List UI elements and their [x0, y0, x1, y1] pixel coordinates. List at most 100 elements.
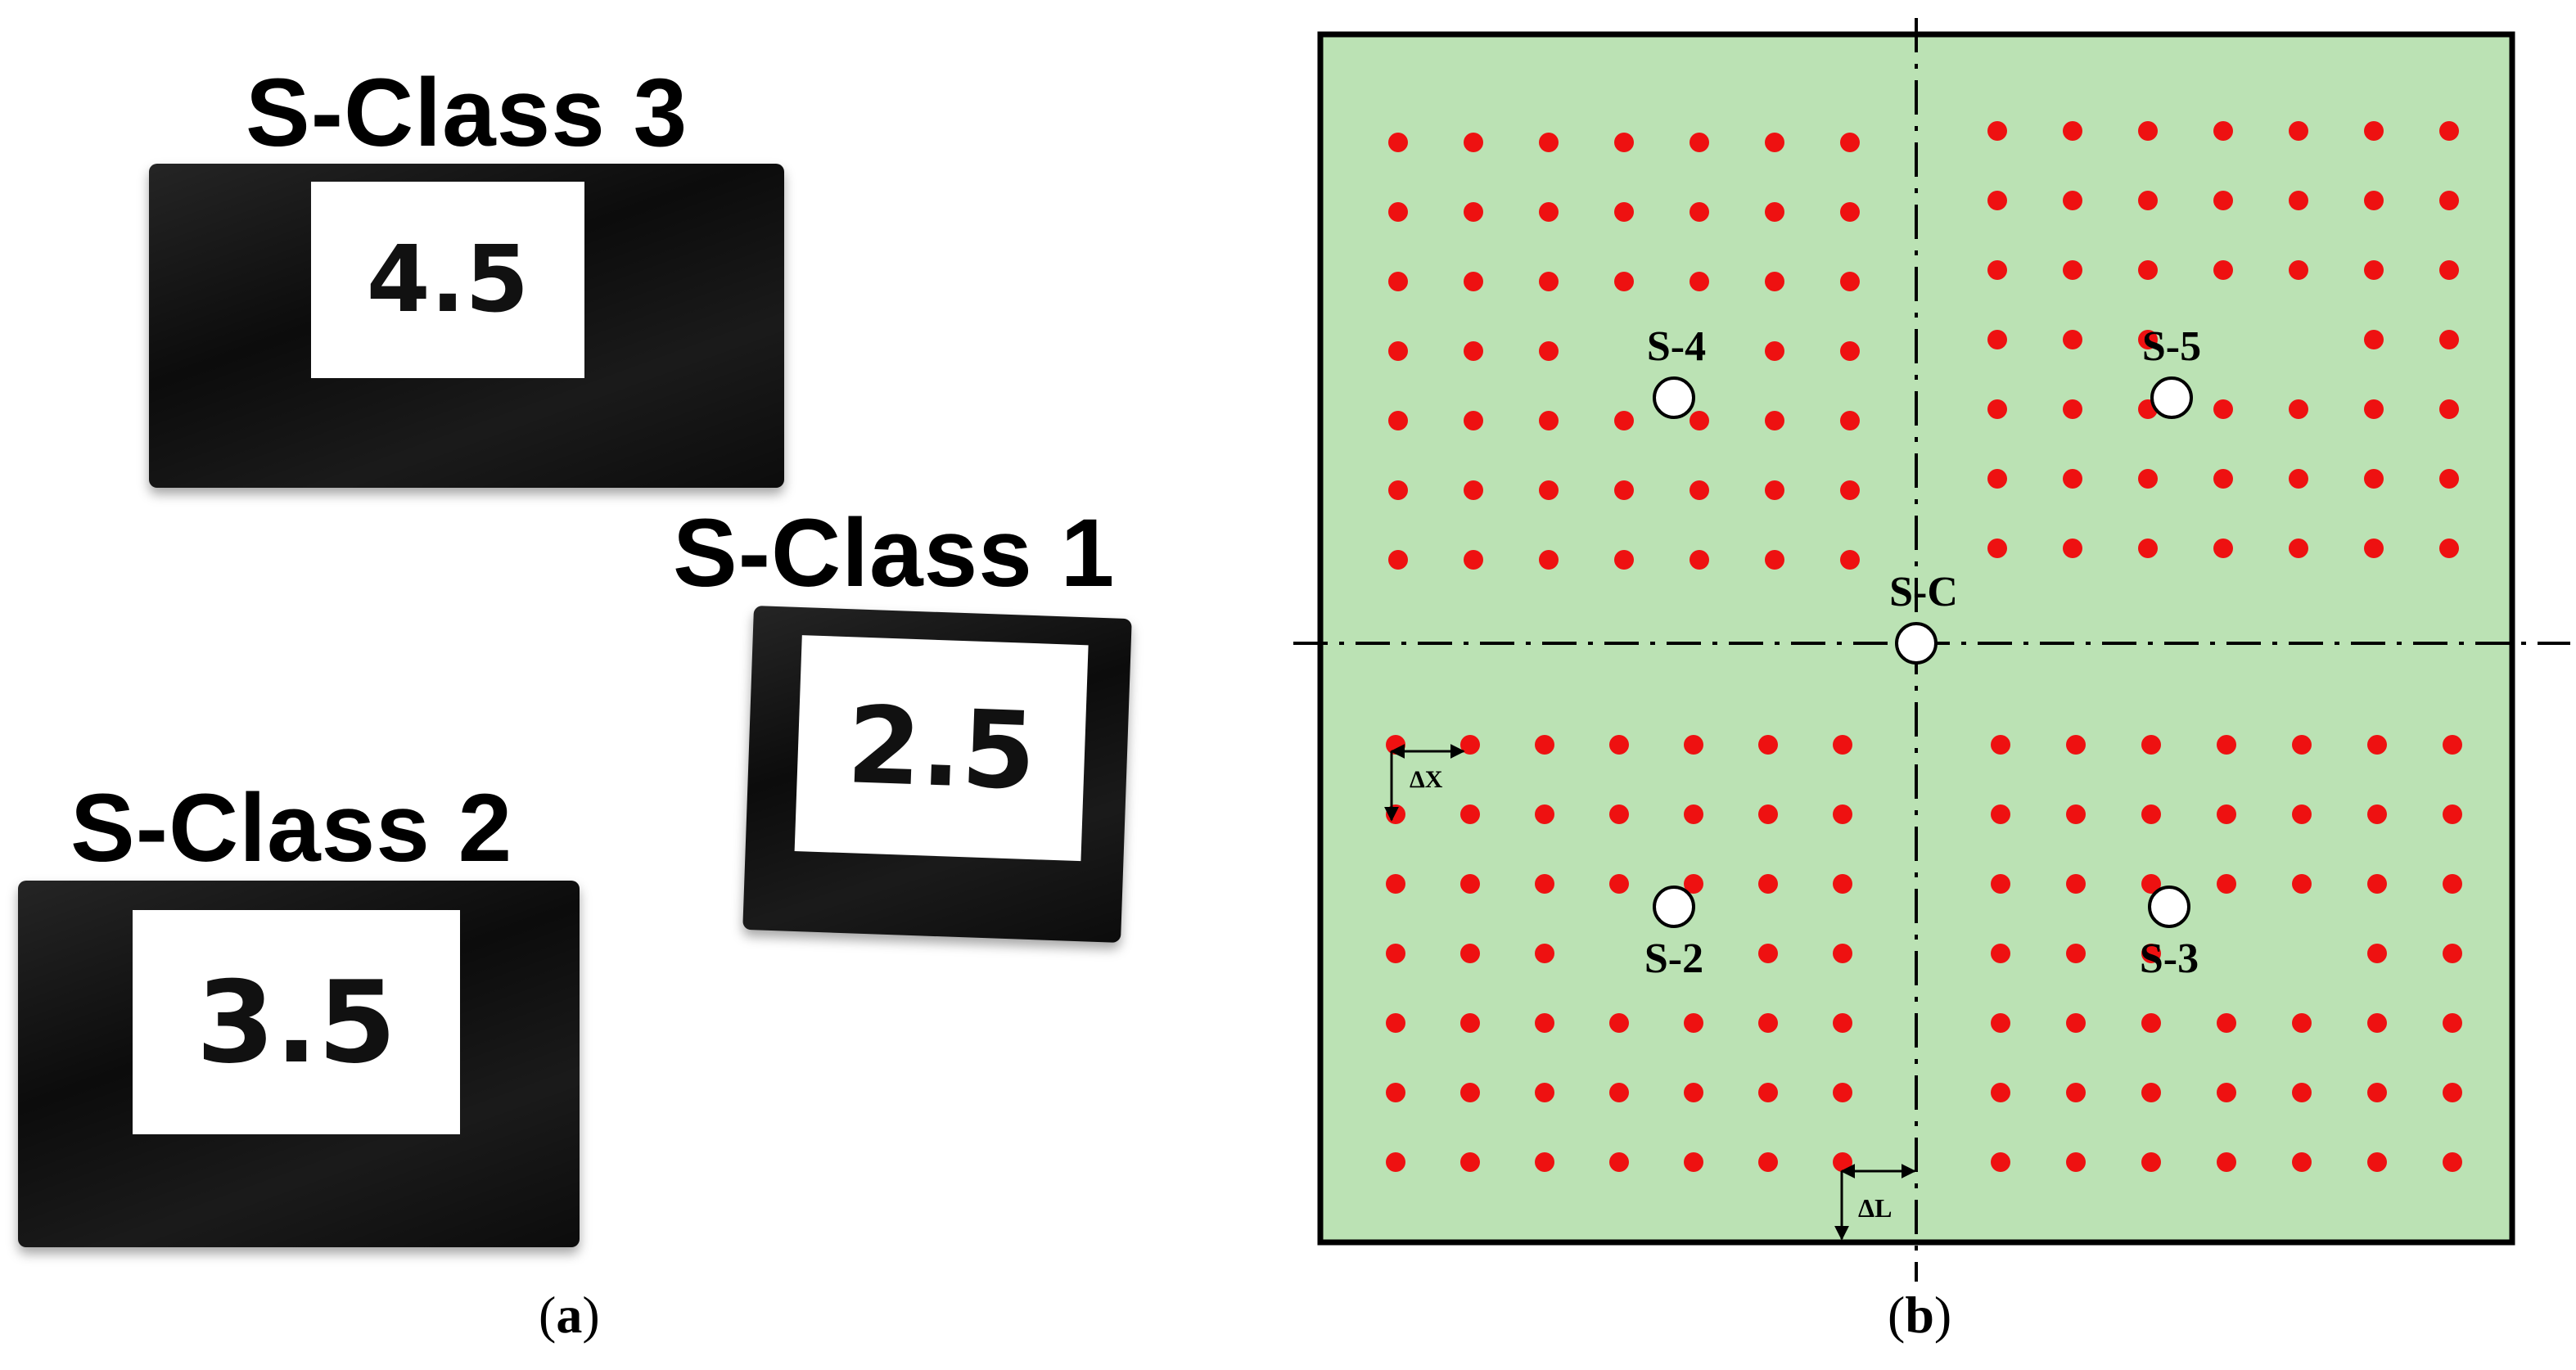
measurement-point-top-left — [1388, 411, 1408, 430]
specimen-class-2-block: 3.5 — [18, 881, 580, 1247]
measurement-point-bottom-left — [1535, 804, 1554, 824]
measurement-point-bottom-left — [1460, 1152, 1480, 1172]
measurement-point-top-left — [1690, 133, 1709, 152]
measurement-point-top-left — [1614, 133, 1634, 152]
measurement-point-bottom-left — [1684, 1083, 1703, 1102]
measurement-point-bottom-right — [2443, 1152, 2462, 1172]
measurement-point-bottom-left — [1460, 1083, 1480, 1102]
measurement-point-top-right — [2364, 260, 2384, 280]
measurement-point-top-right — [1987, 191, 2007, 210]
measurement-point-top-right — [1987, 539, 2007, 558]
measurement-point-top-right — [2439, 191, 2459, 210]
measurement-point-bottom-left — [1386, 1083, 1405, 1102]
specimen-class-3-value: 4.5 — [311, 182, 584, 378]
measurement-point-bottom-right — [1991, 1083, 2010, 1102]
measurement-point-top-left — [1539, 550, 1559, 570]
measurement-point-top-right — [2138, 469, 2158, 489]
measurement-point-bottom-right — [2367, 1152, 2387, 1172]
measurement-point-top-right — [2364, 399, 2384, 419]
measurement-point-bottom-right — [2141, 874, 2161, 894]
measurement-point-top-left — [1840, 202, 1860, 222]
measurement-point-bottom-right — [2367, 735, 2387, 755]
measurement-point-top-left — [1765, 133, 1784, 152]
measurement-point-top-right — [1987, 260, 2007, 280]
caption-b-close: ) — [1933, 1286, 1952, 1344]
measurement-point-bottom-right — [2217, 1152, 2236, 1172]
measurement-point-top-right — [2213, 469, 2233, 489]
measurement-point-top-left — [1464, 550, 1483, 570]
measurement-point-top-left — [1840, 480, 1860, 500]
measurement-point-top-right — [1987, 121, 2007, 141]
measurement-point-top-left — [1840, 550, 1860, 570]
sensor-s-5-marker — [2150, 376, 2193, 419]
measurement-point-bottom-right — [2141, 735, 2161, 755]
measurement-point-bottom-left — [1684, 1152, 1703, 1172]
measurement-point-top-left — [1464, 411, 1483, 430]
caption-a-letter: a — [556, 1286, 583, 1344]
measurement-point-bottom-left — [1684, 804, 1703, 824]
caption-b-open: ( — [1888, 1286, 1906, 1344]
measurement-point-bottom-left — [1609, 804, 1629, 824]
measurement-point-bottom-right — [2443, 874, 2462, 894]
measurement-point-bottom-right — [2443, 1083, 2462, 1102]
measurement-point-top-right — [2063, 191, 2082, 210]
sensor-s-4-marker — [1653, 376, 1695, 419]
specimen-class-1-label: S-Class 1 — [673, 499, 1116, 607]
measurement-point-bottom-right — [2217, 735, 2236, 755]
measurement-point-top-right — [2063, 260, 2082, 280]
measurement-point-bottom-right — [2141, 1083, 2161, 1102]
dimension-dl: ΔL — [1834, 1164, 1916, 1241]
measurement-point-bottom-left — [1386, 804, 1405, 824]
caption-a-open: ( — [539, 1286, 557, 1344]
measurement-point-top-right — [2138, 539, 2158, 558]
measurement-point-bottom-right — [2066, 1083, 2086, 1102]
specimen-class-2-label: S-Class 2 — [70, 774, 513, 882]
measurement-point-top-right — [2213, 399, 2233, 419]
measurement-point-bottom-right — [2217, 804, 2236, 824]
measurement-point-top-left — [1614, 411, 1634, 430]
measurement-point-top-right — [2439, 121, 2459, 141]
measurement-point-top-right — [2289, 469, 2308, 489]
panel-a-specimen-photo: S-Class 3 4.5 S-Class 1 2.5 S-Class 2 3.… — [0, 0, 1244, 1366]
measurement-point-top-right — [2138, 330, 2158, 349]
measurement-point-top-right — [2063, 399, 2082, 419]
measurement-point-bottom-right — [1991, 944, 2010, 963]
measurement-point-top-right — [2289, 121, 2308, 141]
measurement-point-bottom-right — [1991, 804, 2010, 824]
measurement-point-bottom-right — [2066, 1152, 2086, 1172]
measurement-point-top-right — [2289, 539, 2308, 558]
measurement-point-bottom-left — [1535, 874, 1554, 894]
measurement-point-top-left — [1388, 202, 1408, 222]
measurement-point-bottom-right — [2292, 804, 2312, 824]
measurement-point-top-right — [2289, 260, 2308, 280]
measurement-point-top-left — [1614, 272, 1634, 291]
measurement-point-bottom-left — [1535, 1083, 1554, 1102]
caption-b-letter: b — [1905, 1286, 1934, 1344]
measurement-point-bottom-left — [1460, 944, 1480, 963]
specimen-class-2-value: 3.5 — [133, 910, 460, 1134]
measurement-point-top-left — [1388, 341, 1408, 361]
measurement-point-bottom-right — [2066, 874, 2086, 894]
measurement-point-top-right — [2439, 330, 2459, 349]
measurement-point-bottom-right — [2292, 1083, 2312, 1102]
measurement-point-top-right — [2289, 399, 2308, 419]
measurement-point-bottom-left — [1758, 804, 1778, 824]
sensor-s-c-marker — [1895, 622, 1938, 665]
measurement-point-bottom-right — [2367, 1013, 2387, 1033]
measurement-point-top-left — [1690, 272, 1709, 291]
dimension-dx-label: ΔX — [1410, 766, 1443, 793]
measurement-point-bottom-right — [2292, 1013, 2312, 1033]
measurement-point-top-left — [1765, 202, 1784, 222]
measurement-point-top-left — [1765, 272, 1784, 291]
sensor-s-c-label: S-C — [1889, 569, 1958, 615]
measurement-point-bottom-right — [2443, 1013, 2462, 1033]
measurement-point-bottom-left — [1684, 874, 1703, 894]
measurement-point-bottom-left — [1609, 1013, 1629, 1033]
measurement-point-bottom-left — [1535, 735, 1554, 755]
measurement-point-top-right — [2364, 539, 2384, 558]
measurement-point-bottom-left — [1758, 944, 1778, 963]
measurement-point-bottom-right — [2292, 874, 2312, 894]
measurement-point-top-left — [1840, 272, 1860, 291]
